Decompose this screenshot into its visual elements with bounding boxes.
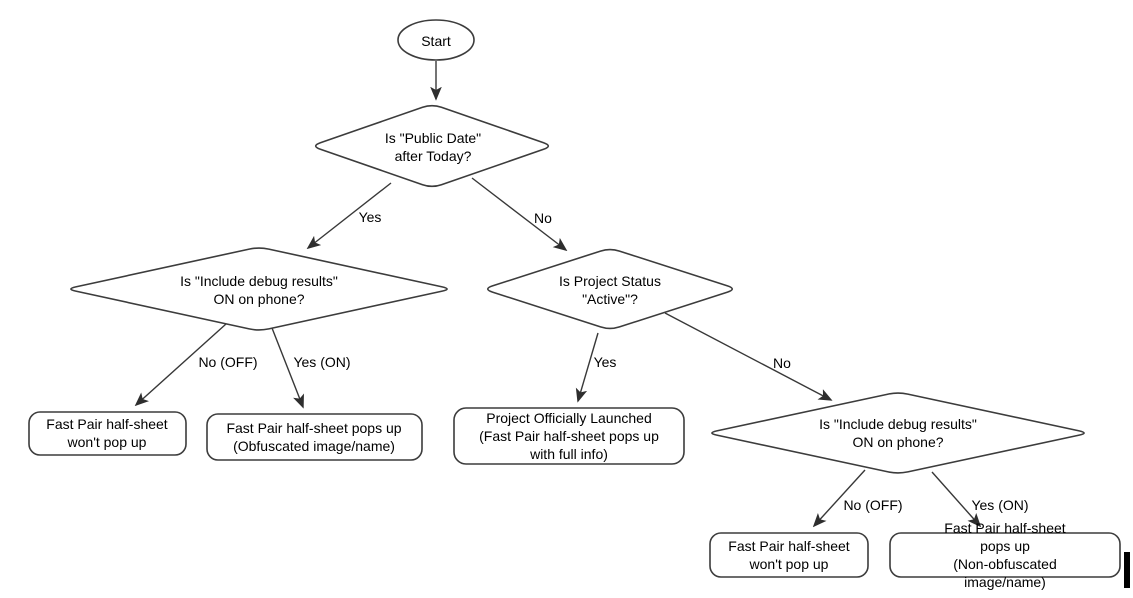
edge-debug-right-no-arrow: [812, 469, 866, 528]
result-officially-launched-label: Project Officially Launched (Fast Pair h…: [479, 410, 659, 462]
decision-public-date: [314, 104, 550, 188]
decision-project-status-label: Is Project Status "Active"?: [559, 273, 661, 307]
text-cursor: [1124, 552, 1130, 588]
decision-debug-right-label: Is "Include debug results" ON on phone?: [819, 416, 977, 450]
edge-debug-left-no-arrow: [134, 323, 227, 407]
edge-public-date-yes-arrow: [306, 182, 392, 250]
decision-debug-results-right: [711, 392, 1085, 474]
decision-debug-left-label: Is "Include debug results" ON on phone?: [180, 273, 338, 307]
edge-project-status-yes-label: Yes: [593, 354, 617, 370]
result-wont-pop-up-left: [28, 411, 187, 456]
edge-debug-right-yes-label: Yes (ON): [971, 497, 1029, 513]
decision-project-status: [486, 248, 734, 330]
edge-public-date-yes-label: Yes: [358, 209, 382, 225]
result-officially-launched: [453, 407, 685, 465]
result-obfuscated-label: Fast Pair half-sheet pops up (Obfuscated…: [226, 420, 402, 454]
edge-debug-right-yes-arrow: [931, 471, 982, 528]
start-node-label: Start: [421, 33, 451, 49]
result-non-obfuscated: [889, 532, 1121, 578]
edge-project-status-yes-arrow: [575, 332, 599, 403]
decision-public-date-label: Is "Public Date" after Today?: [384, 130, 482, 164]
edge-project-status-no-arrow: [664, 312, 833, 401]
result-wont-pop-up-left-label: Fast Pair half-sheet won't pop up: [46, 416, 168, 450]
result-wont-pop-up-right-label: Fast Pair half-sheet won't pop up: [728, 538, 850, 572]
edge-public-date-no-arrow: [471, 177, 568, 252]
edge-debug-left-no-label: No (OFF): [198, 354, 258, 370]
result-wont-pop-up-right: [709, 532, 869, 578]
result-non-obfuscated-label: Fast Pair half-sheet pops up (Non-obfusc…: [944, 520, 1066, 590]
result-obfuscated: [206, 413, 423, 461]
edge-debug-right-no-label: No (OFF): [843, 497, 903, 513]
edge-public-date-no-label: No: [534, 210, 552, 226]
edge-debug-left-yes-arrow: [271, 327, 304, 409]
start-node: [397, 19, 475, 61]
edge-project-status-no-label: No: [773, 355, 791, 371]
decision-debug-results-left: [70, 247, 448, 331]
edge-debug-left-yes-label: Yes (ON): [293, 354, 351, 370]
